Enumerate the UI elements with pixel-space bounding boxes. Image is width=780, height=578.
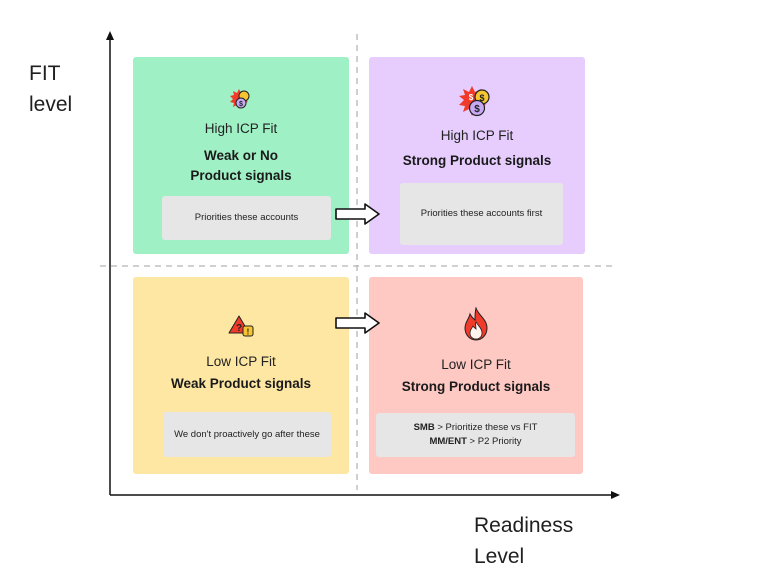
fit-label: Low ICP Fit xyxy=(206,354,276,369)
fit-label: Low ICP Fit xyxy=(441,357,511,372)
svg-text:$: $ xyxy=(239,101,243,108)
signal-label: Strong Product signals xyxy=(401,379,551,394)
quadrant-high-fit-strong-signals: $ $ $ High ICP Fit Strong Product signal… xyxy=(369,57,585,254)
svg-text:$: $ xyxy=(469,93,474,102)
arrow-right-icon xyxy=(335,312,380,334)
warning-icon: ? ! xyxy=(228,315,254,337)
signal-label: Weak or No Product signals xyxy=(190,148,292,183)
fit-label: High ICP Fit xyxy=(440,128,514,143)
svg-text:$: $ xyxy=(474,104,480,115)
arrow-right-icon xyxy=(335,203,380,225)
svg-text:!: ! xyxy=(247,328,250,337)
x-axis-arrowhead xyxy=(611,491,620,499)
quadrant-low-fit-strong-signals: Low ICP Fit Strong Product signals SMB >… xyxy=(369,277,583,474)
note-box: Priorities these accounts xyxy=(162,196,331,240)
y-axis-arrowhead xyxy=(106,31,114,40)
fit-label: High ICP Fit xyxy=(204,121,278,136)
quadrant-high-fit-weak-signals: $ High ICP Fit Weak or No Product signal… xyxy=(133,57,349,254)
note-box: Priorities these accounts first xyxy=(400,183,563,245)
fire-icon xyxy=(464,307,488,341)
money-burst-icon: $ xyxy=(230,89,250,109)
note-box: We don't proactively go after these xyxy=(163,412,331,457)
x-axis-label: Readiness Level xyxy=(474,514,574,568)
money-burst-icon: $ $ $ xyxy=(459,86,490,117)
signal-label: Weak Product signals xyxy=(170,376,312,391)
y-axis-label: FIT level xyxy=(29,62,73,116)
svg-text:$: $ xyxy=(479,93,484,103)
svg-text:?: ? xyxy=(236,323,242,334)
quadrant-low-fit-weak-signals: ? ! Low ICP Fit Weak Product signals We … xyxy=(133,277,349,474)
signal-label: Strong Product signals xyxy=(402,153,552,168)
note-box: SMB > Prioritize these vs FIT MM/ENT > P… xyxy=(376,413,575,457)
